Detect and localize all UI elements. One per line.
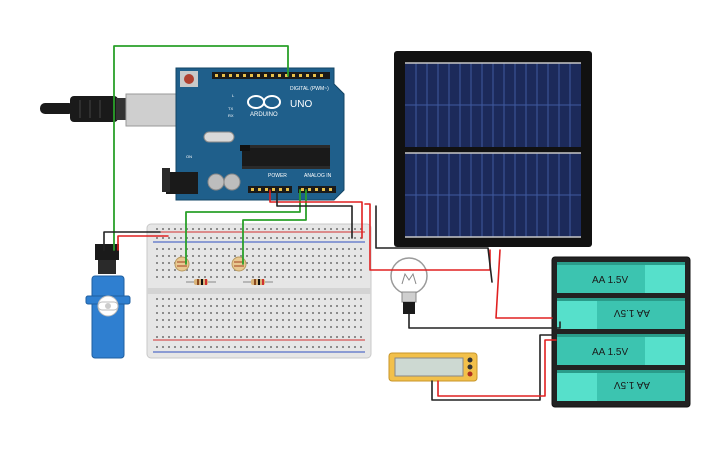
led-label-tx: TX [228,106,233,111]
wire-black-gnd[interactable] [276,189,353,239]
wire-red-servo-power[interactable] [117,235,169,251]
arduino-logo-icon [247,95,281,109]
battery-cell-3: AA 1.5V [557,334,685,365]
resistor-right[interactable] [243,279,273,285]
digital-header-label: DIGITAL (PWM~) [290,86,329,92]
usb-cable [40,93,183,127]
microcontroller-chip [242,148,330,166]
battery-cell-2-label: AA 1.5V [614,307,650,318]
wire-red-meter[interactable] [437,339,557,397]
battery-cell-1-label: AA 1.5V [592,275,628,286]
battery-pack[interactable]: AA 1.5V AA 1.5V AA 1.5V AA 1.5V [551,256,691,408]
wire-red-battery[interactable] [495,249,553,319]
model-label: UNO [290,99,312,110]
arduino-uno-board[interactable]: DIGITAL (PWM~) UNO ARDUINO L TX RX ON [162,67,345,201]
analog-header-label: ANALOG IN [304,173,332,179]
solar-panel[interactable] [394,51,592,247]
resistor-left[interactable] [186,279,216,285]
wire-black-servo-gnd[interactable] [103,231,161,251]
breadboard-holes [156,228,362,348]
wire-green-sensor-left[interactable] [185,189,301,265]
wire-red-5v[interactable] [269,189,363,239]
battery-cell-4: AA 1.5V [557,370,685,401]
servo-motor[interactable] [85,244,131,359]
brand-label: ARDUINO [250,112,278,118]
battery-cell-4-label: AA 1.5V [614,379,650,390]
wire-green-servo-signal[interactable] [113,45,289,251]
battery-cell-3-label: AA 1.5V [592,347,628,358]
battery-cell-2: AA 1.5V [557,298,685,329]
wire-black-meter[interactable] [431,334,557,401]
wire-black-bulb[interactable] [408,313,561,329]
wire-green-sensor-right[interactable] [242,189,307,265]
battery-cell-1: AA 1.5V [557,262,685,293]
led-label-l: L [232,93,235,98]
wire-black-solar[interactable] [375,205,493,283]
multimeter[interactable] [388,352,478,382]
on-label: ON [186,154,192,159]
led-label-rx: RX [228,113,234,118]
breadboard[interactable] [146,223,372,359]
power-header-label: POWER [268,173,287,179]
light-bulb[interactable] [390,257,428,314]
